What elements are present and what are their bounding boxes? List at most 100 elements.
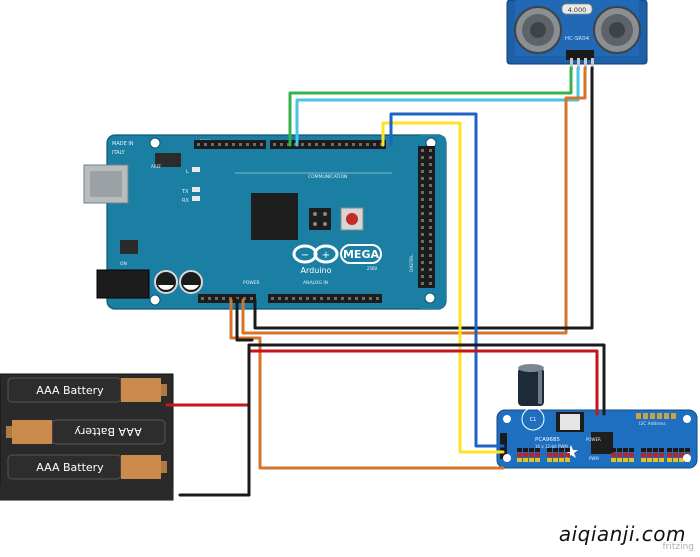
servo-pin xyxy=(559,448,564,452)
address-pad xyxy=(657,413,662,419)
header-pin xyxy=(345,143,348,146)
header-pin xyxy=(421,275,424,278)
header-pin xyxy=(250,297,253,300)
header-pin xyxy=(285,297,288,300)
header-pin xyxy=(225,143,228,146)
battery-1: AAA Battery xyxy=(7,377,167,403)
header-pin xyxy=(327,297,330,300)
power-label: POWER xyxy=(243,280,260,286)
header-pin xyxy=(421,163,424,166)
svg-text:−: − xyxy=(301,250,309,261)
header-pin xyxy=(429,233,432,236)
servo-pin xyxy=(611,448,616,452)
header-pin xyxy=(421,240,424,243)
servo-pin xyxy=(641,448,646,452)
header-pin xyxy=(429,163,432,166)
header-pin xyxy=(229,297,232,300)
servo-pin xyxy=(679,448,684,452)
header-pin xyxy=(421,219,424,222)
header-pin xyxy=(421,254,424,257)
microcontroller-chip xyxy=(251,193,298,240)
header-pin xyxy=(421,149,424,152)
header-pin xyxy=(421,226,424,229)
servo-pin xyxy=(611,458,616,462)
wire-cyan xyxy=(295,66,580,147)
header-pin xyxy=(421,212,424,215)
header-pin xyxy=(334,297,337,300)
board-brand-label: Arduino xyxy=(301,266,332,275)
servo-pin xyxy=(659,458,664,462)
servo-pin xyxy=(617,448,622,452)
wire-blue-sda xyxy=(389,112,505,448)
servo-pin xyxy=(553,453,558,457)
header-pin xyxy=(429,184,432,187)
header-pin xyxy=(421,191,424,194)
header-pin xyxy=(429,275,432,278)
header-pin xyxy=(222,297,225,300)
servo-pin xyxy=(659,448,664,452)
header-pin xyxy=(211,143,214,146)
board-model-label: MEGA xyxy=(343,248,379,261)
communication-label: COMMUNICATION xyxy=(308,174,347,180)
servo-pin xyxy=(523,458,528,462)
header-pin xyxy=(236,297,239,300)
servo-pin xyxy=(517,458,522,462)
header-pin xyxy=(429,268,432,271)
wire-black-servo-gnd xyxy=(235,298,254,342)
servo-power-label: POWER xyxy=(586,437,601,442)
header-pin xyxy=(341,297,344,300)
servo-chip-label: PCA9685 xyxy=(535,437,560,443)
header-pin xyxy=(359,143,362,146)
servo-pin xyxy=(653,453,658,457)
header-strip xyxy=(268,294,382,303)
italy-label: ITALY xyxy=(112,150,126,156)
header-pin xyxy=(369,297,372,300)
header-pin xyxy=(208,297,211,300)
servo-subtitle-label: 16 x 12-bit PWM xyxy=(535,444,568,449)
servo-pin xyxy=(647,453,652,457)
header-pin xyxy=(429,219,432,222)
address-pads xyxy=(636,413,676,419)
header-pin xyxy=(429,149,432,152)
header-pin xyxy=(373,143,376,146)
digital-label: DIGITAL xyxy=(409,254,415,272)
header-pin xyxy=(421,233,424,236)
watermark-tool: fritzing xyxy=(662,542,694,552)
servo-pin xyxy=(523,448,528,452)
servo-pin xyxy=(617,453,622,457)
header-digital xyxy=(418,146,435,288)
servo-pin xyxy=(673,458,678,462)
header-pin xyxy=(421,205,424,208)
sensor-crystal-label: 4.000 xyxy=(568,6,587,14)
servo-pin xyxy=(679,458,684,462)
servo-pin xyxy=(565,448,570,452)
header-pin xyxy=(429,198,432,201)
rx-label: RX xyxy=(182,198,189,204)
servo-pin xyxy=(529,448,534,452)
header-pin xyxy=(421,177,424,180)
address-pad xyxy=(650,413,655,419)
battery-4-body xyxy=(0,486,173,500)
tx-label: TX xyxy=(181,189,189,195)
header-pin xyxy=(338,143,341,146)
header-analog xyxy=(268,294,382,303)
servo-pin xyxy=(559,458,564,462)
made-in-label: MADE IN xyxy=(112,141,134,147)
header-pin xyxy=(331,143,334,146)
servo-pin xyxy=(641,458,646,462)
servo-pin xyxy=(617,458,622,462)
board-version-label: 2560 xyxy=(367,266,378,271)
header-pin xyxy=(421,247,424,250)
servo-pin xyxy=(629,448,634,452)
battery-2-label: AAA Battery xyxy=(74,425,142,438)
header-pin xyxy=(429,247,432,250)
servo-pin xyxy=(517,448,522,452)
servo-pin xyxy=(623,458,628,462)
servo-pwm-label: PWM xyxy=(589,456,599,461)
svg-text:+: + xyxy=(322,250,330,261)
servo-pin xyxy=(623,453,628,457)
aref-label: AREF xyxy=(151,164,162,169)
led-l-label: L xyxy=(186,169,189,175)
servo-pin xyxy=(547,448,552,452)
